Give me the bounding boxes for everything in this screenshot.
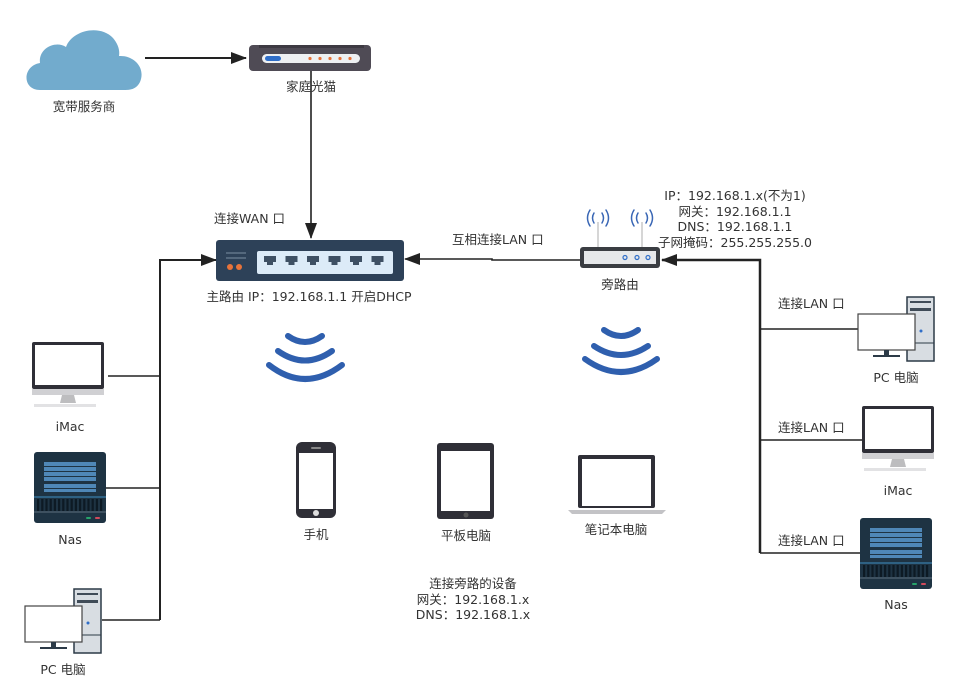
imac-icon [862,406,934,471]
nas-vent [896,565,899,577]
desktop-pc-icon [857,296,935,362]
nas-vent [83,499,86,511]
ethernet-port-icon [285,256,298,265]
nas-vent [875,565,878,577]
desktop-pc-icon [24,588,102,654]
wifi-signal-icon [582,327,660,375]
isp-label: 宽带服务商 [52,99,116,114]
nas-vent [91,499,94,511]
nas-vent [926,565,929,577]
ethernet-port-icon [371,256,384,265]
tablet-icon [437,443,494,519]
side-router-config: IP：192.168.1.x(不为1) 网关：192.168.1.1 DNS：1… [658,188,812,250]
nas-vent [87,499,90,511]
nas-vent [909,565,912,577]
nas-vent [921,565,924,577]
left-imac-label: iMac [55,419,85,434]
cloud-icon [26,30,142,91]
wan-edge-label: 连接WAN 口 [214,211,286,226]
right-nas-label: Nas [884,597,908,612]
nas-vent [905,565,908,577]
left-nas-label: Nas [58,532,82,547]
ethernet-port-icon [264,256,276,265]
phone-label: 手机 [303,527,329,542]
connections [102,52,862,621]
phone-icon [296,442,336,518]
nas-vent [58,499,61,511]
nas-vent [100,499,103,511]
nas-icon [860,518,932,589]
wireless-client-config: 连接旁路的设备 网关：192.168.1.x DNS：192.168.1.x [415,576,531,622]
nas-icon [34,452,106,523]
nas-vent [892,565,895,577]
nas-vent [888,565,891,577]
nas-vent [62,499,65,511]
wifi-signal-icon [266,333,345,382]
ethernet-port-icon [350,256,362,265]
nas-vent [884,565,887,577]
nas-vent [41,499,44,511]
laptop-label: 笔记本电脑 [584,522,648,537]
nas-vent [95,499,98,511]
nas-vent [871,565,874,577]
wifi-router-icon [580,209,660,268]
nas-vent [913,565,916,577]
nas-vent [37,499,40,511]
nas-vent [917,565,920,577]
edge-right-trunk [661,254,762,553]
nas-vent [863,565,866,577]
nas-vent [79,499,82,511]
right-imac-edge-label: 连接LAN 口 [778,420,845,435]
nas-vent [900,565,903,577]
ethernet-port-icon [328,256,341,265]
switch-router-icon [216,240,404,281]
modem-icon [249,45,371,71]
nas-vent [70,499,73,511]
nas-vent [45,499,48,511]
laptop-icon [568,455,666,514]
modem-label: 家庭光猫 [285,79,337,94]
side-router-label: 旁路由 [601,277,639,292]
nas-vent [53,499,56,511]
tablet-label: 平板电脑 [440,528,492,543]
nas-vent [74,499,77,511]
nas-vent [66,499,69,511]
nas-vent [867,565,870,577]
left-pc-label: PC 电脑 [40,662,86,677]
mutual-lan-edge-label: 互相连接LAN 口 [452,232,544,247]
edge-side-router-main-router [404,253,580,265]
nas-vent [49,499,52,511]
right-pc-edge-label: 连接LAN 口 [778,296,845,311]
nas-vent [879,565,882,577]
right-pc-label: PC 电脑 [873,370,919,385]
edge-left-trunk [159,254,217,620]
main-router-label: 主路由 IP：192.168.1.1 开启DHCP [206,289,412,304]
imac-icon [32,342,104,407]
right-imac-label: iMac [883,483,913,498]
right-nas-edge-label: 连接LAN 口 [778,533,845,548]
ethernet-port-icon [307,256,319,265]
